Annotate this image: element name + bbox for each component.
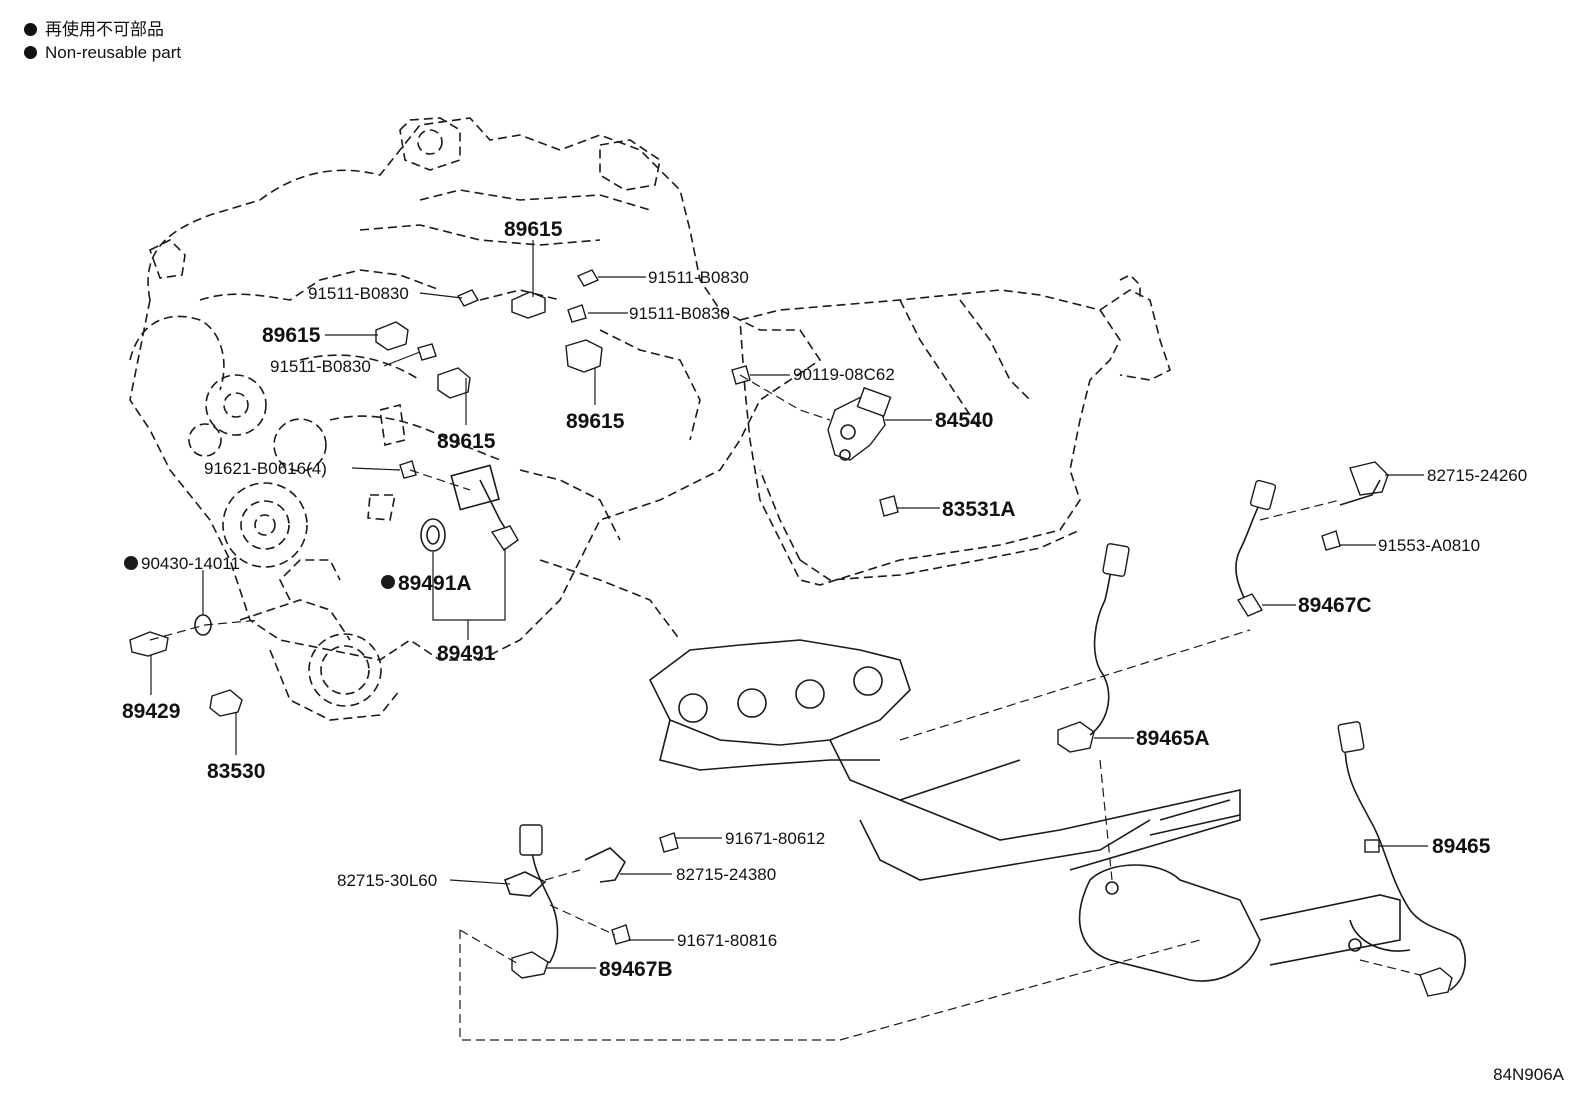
label-82715-24260: 82715-24260: [1427, 466, 1527, 485]
label-89615-right: 89615: [566, 410, 625, 433]
label-83531a: 83531A: [942, 498, 1016, 521]
label-89615-left: 89615: [262, 324, 321, 347]
label-89467b: 89467B: [599, 958, 673, 981]
non-reusable-dot-icon: [124, 556, 138, 570]
label-89465a: 89465A: [1136, 727, 1210, 750]
label-84540: 84540: [935, 409, 993, 432]
label-83530: 83530: [207, 760, 265, 783]
label-89467c: 89467C: [1298, 594, 1372, 617]
legend-row-en: Non-reusable part: [24, 41, 181, 64]
engine-assembly-drawing: [129, 117, 822, 721]
figure-code: 84N906A: [1493, 1065, 1564, 1084]
label-91511-b0830-b: 91511-B0830: [648, 268, 749, 287]
label-91621-b0616: 91621-B0616(4): [204, 459, 327, 478]
label-91553-a0810: 91553-A0810: [1378, 536, 1480, 555]
label-90430-14011: 90430-14011: [141, 554, 240, 573]
label-90119-08c62: 90119-08C62: [793, 365, 895, 384]
label-91511-b0830-a: 91511-B0830: [308, 284, 409, 303]
label-82715-30l60: 82715-30L60: [337, 871, 437, 890]
non-reusable-dot-icon: [24, 46, 37, 59]
label-89491: 89491: [437, 642, 496, 665]
part-labels: 89615 91511-B0830 91511-B0830 91511-B083…: [122, 218, 1527, 981]
label-91511-b0830-d: 91511-B0830: [270, 357, 371, 376]
label-91511-b0830-c: 91511-B0830: [629, 304, 730, 323]
label-89491a: 89491A: [398, 572, 472, 595]
label-91671-80612: 91671-80612: [725, 829, 825, 848]
sensor-parts: [129, 269, 1466, 997]
label-82715-24380: 82715-24380: [676, 865, 776, 884]
label-89615-top: 89615: [504, 218, 563, 241]
label-89429: 89429: [122, 700, 180, 723]
legend-jp-text: 再使用不可部品: [45, 20, 164, 39]
leader-lines: [150, 240, 1428, 969]
label-89615-mid: 89615: [437, 430, 496, 453]
exhaust-system-drawing: [648, 639, 1411, 982]
label-89465: 89465: [1432, 835, 1491, 858]
legend-row-jp: 再使用不可部品: [24, 18, 181, 41]
legend-en-text: Non-reusable part: [45, 43, 182, 62]
label-91671-80816: 91671-80816: [677, 931, 777, 950]
phantom-lines: [149, 374, 1421, 1041]
non-reusable-dot-icon: [381, 575, 395, 589]
non-reusable-dot-icon: [24, 23, 37, 36]
transmission-drawing: [739, 274, 1171, 586]
legend: 再使用不可部品 Non-reusable part: [24, 18, 181, 64]
